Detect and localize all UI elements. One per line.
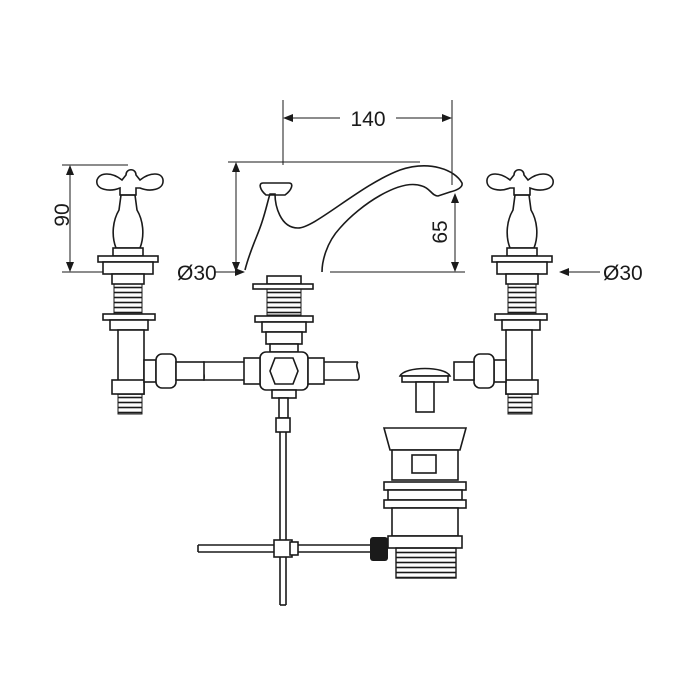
dimension-label-diameter-left: Ø30 <box>177 262 217 285</box>
center-connector <box>197 343 388 606</box>
dimension-label-65: 65 <box>429 220 452 243</box>
spout-thread <box>266 288 302 316</box>
dimension-diameter-left: Ø30 <box>177 262 245 285</box>
dimension-diameter-right: Ø30 <box>559 262 643 285</box>
spout-body <box>244 165 463 345</box>
dimension-65: 65 <box>330 193 465 273</box>
dimension-label-diameter-right: Ø30 <box>603 262 643 285</box>
dimension-label-90: 90 <box>51 203 74 226</box>
dimension-140: 140 <box>282 100 453 185</box>
popup-drain <box>382 367 468 579</box>
dimension-spout-height-left <box>228 161 420 272</box>
dimension-label-140: 140 <box>350 108 385 131</box>
dimension-90: 90 <box>51 164 128 273</box>
right-valve <box>453 168 554 415</box>
drain-lever-knob <box>370 537 388 561</box>
left-valve <box>96 168 205 415</box>
